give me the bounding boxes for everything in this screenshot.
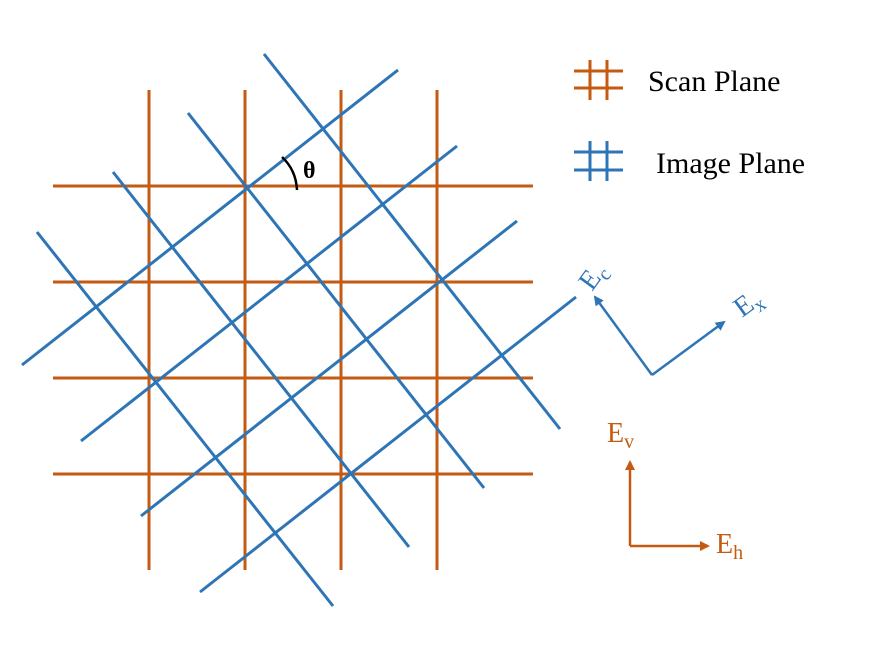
legend: Scan Plane Image Plane [574, 60, 805, 181]
eh-axis-label: Eh [716, 529, 743, 564]
legend-scan-label: Scan Plane [648, 65, 780, 98]
image-falling-line [35, 231, 335, 607]
image-rising-line [21, 68, 399, 367]
ec-axis-arrow [593, 295, 654, 376]
image-plane-axes: Ec Ex [573, 257, 771, 377]
hash-grid-icon [574, 60, 623, 100]
image-rising-line [80, 144, 458, 443]
legend-image-label: Image Plane [656, 147, 805, 180]
theta-label: θ [303, 158, 316, 184]
angle-arc [281, 156, 299, 191]
image-falling-line [186, 112, 486, 489]
image-rising-line [199, 295, 577, 594]
image-plane-grid [21, 53, 577, 607]
image-falling-line [262, 53, 562, 430]
ec-axis-label: Ec [573, 257, 617, 299]
ex-axis-label: Ex [728, 283, 771, 327]
ev-axis-label: Ev [607, 418, 634, 453]
hash-grid-icon [574, 141, 623, 181]
scan-plane-axes: Ev Eh [607, 418, 743, 564]
ex-axis-arrow [651, 320, 726, 377]
image-rising-line [140, 219, 518, 518]
image-falling-line [111, 171, 411, 548]
scan-plane-grid [53, 90, 533, 570]
